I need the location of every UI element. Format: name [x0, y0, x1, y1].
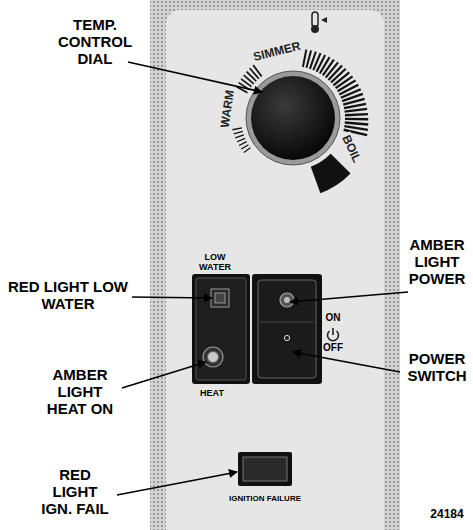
callout-label: POWER SWITCH — [403, 351, 471, 385]
temperature-dial — [232, 50, 368, 194]
dial-tick — [339, 85, 358, 95]
thermometer-icon — [311, 12, 327, 33]
indicator-housing — [192, 274, 250, 384]
panel-marking: IGNITION FAILURE — [205, 495, 325, 504]
dial-tick — [241, 145, 248, 149]
boil-wedge — [311, 154, 351, 193]
panel-marking: HEAT — [200, 388, 224, 398]
dial-tick — [344, 104, 366, 108]
panel-marking: ON — [326, 312, 341, 323]
callout-label: RED LIGHT LOW WATER — [8, 279, 128, 313]
dial-tick — [317, 55, 326, 72]
dial-tick — [345, 114, 368, 115]
panel-marking: LOW WATER — [193, 252, 238, 272]
leader-arrows — [117, 62, 408, 495]
dial-tick — [345, 123, 368, 125]
callout-label: AMBER LIGHT POWER — [403, 237, 471, 287]
dial-tick — [234, 131, 243, 133]
dial-tick — [235, 135, 244, 138]
dial-marking: BOIL — [338, 131, 364, 166]
callout-label: TEMP. CONTROL DIAL — [48, 17, 143, 67]
dial-tick — [239, 142, 247, 146]
dial-tick — [237, 138, 245, 141]
power-symbol — [328, 328, 339, 341]
dial-tick — [345, 109, 368, 112]
dial-tick — [253, 65, 262, 76]
dial-tick — [244, 148, 251, 153]
ignition-failure-light — [238, 452, 292, 486]
callout-label: RED LIGHT IGN. FAIL — [38, 467, 113, 517]
dial-tick — [345, 118, 368, 121]
dial-tick — [344, 126, 368, 130]
dial-marking: SIMMER — [250, 39, 304, 65]
power-rocker-switch — [252, 274, 322, 384]
figure-number: 24184 — [430, 508, 463, 521]
dial-marking: WARM — [218, 87, 237, 130]
panel-face — [166, 10, 384, 530]
callout-label: AMBER LIGHT HEAT ON — [41, 367, 119, 417]
panel-marking: OFF — [323, 342, 343, 353]
dial-tick — [232, 128, 242, 130]
